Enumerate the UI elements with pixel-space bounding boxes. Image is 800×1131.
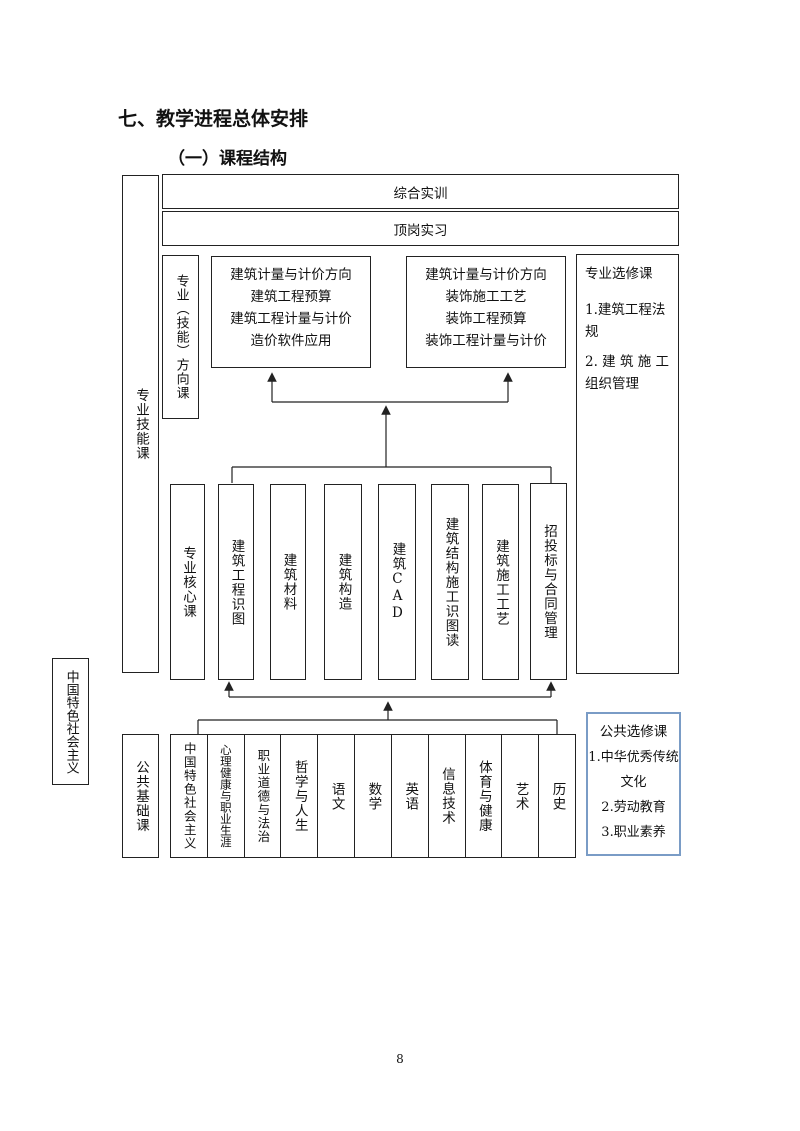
direction-2-line: 装饰工程预算 bbox=[445, 311, 527, 327]
public-basic-course-label: 艺术 bbox=[512, 781, 529, 811]
public-basic-course: 英语 bbox=[392, 735, 429, 857]
page-number: 8 bbox=[396, 1052, 404, 1066]
professional-skill-courses-label: 专业技能课 bbox=[132, 387, 149, 461]
public-basic-course-label: 中国特色社会主义 bbox=[181, 742, 197, 850]
public-elective-title: 公共选修课 bbox=[599, 724, 668, 740]
professional-elective-box: 专业选修课 1.建筑工程法规 2. 建 筑 施 工组织管理 bbox=[576, 254, 679, 674]
subsection-title: （一）课程结构 bbox=[168, 149, 287, 169]
direction-box-1: 建筑计量与计价方向 建筑工程预算 建筑工程计量与计价 造价软件应用 bbox=[211, 256, 371, 368]
public-basic-course-label: 数学 bbox=[365, 781, 382, 811]
core-course-label: 建筑CAD bbox=[389, 542, 406, 622]
professional-elective-item: 2. 建 筑 施 工组织管理 bbox=[585, 354, 670, 392]
public-elective-item: 3.职业素养 bbox=[601, 825, 666, 840]
direction-2-line: 装饰工程计量与计价 bbox=[425, 333, 547, 349]
core-course-box: 建筑结构施工识图读 bbox=[431, 484, 469, 680]
internship-box: 顶岗实习 bbox=[162, 211, 679, 246]
public-basic-course: 哲学与人生 bbox=[281, 735, 319, 857]
direction-1-line: 建筑工程预算 bbox=[250, 289, 332, 305]
public-basic-course: 中国特色社会主义 bbox=[171, 735, 208, 857]
core-course-box: 招投标与合同管理 bbox=[530, 483, 567, 680]
core-course-box: 建筑工程识图 bbox=[218, 484, 254, 680]
professional-elective-item: 1.建筑工程法规 bbox=[585, 302, 666, 340]
public-basic-label-box: 公共基础课 bbox=[122, 734, 159, 858]
public-basic-course: 数学 bbox=[355, 735, 392, 857]
public-basic-course-label: 历史 bbox=[549, 781, 566, 811]
professional-skill-courses-box: 专业技能课 bbox=[122, 175, 159, 673]
public-basic-course-label: 体育与健康 bbox=[475, 759, 492, 833]
core-course-box: 建筑构造 bbox=[324, 484, 362, 680]
public-basic-course: 艺术 bbox=[502, 735, 540, 857]
public-elective-item: 1.中华优秀传统文化 bbox=[588, 750, 679, 790]
core-courses-label: 专业核心课 bbox=[179, 545, 196, 619]
internship-label: 顶岗实习 bbox=[393, 222, 448, 239]
side-course-box: 中国特色社会主义 bbox=[52, 658, 89, 785]
public-basic-course: 体育与健康 bbox=[466, 735, 503, 857]
direction-2-line: 建筑计量与计价方向 bbox=[425, 267, 547, 283]
direction-courses-box: 专业（技能）方向课 bbox=[162, 255, 199, 419]
direction-1-line: 建筑计量与计价方向 bbox=[230, 267, 352, 283]
core-course-label: 建筑构造 bbox=[335, 553, 352, 611]
public-basic-course: 心理健康与职业生涯 bbox=[208, 735, 245, 857]
public-basic-course: 历史 bbox=[539, 735, 575, 857]
public-basic-courses-row: 中国特色社会主义 心理健康与职业生涯 职业道德与法治 哲学与人生 语文 数学 英… bbox=[170, 734, 576, 858]
core-course-label: 建筑材料 bbox=[280, 553, 297, 611]
direction-courses-label: 专业（技能）方向课 bbox=[173, 274, 189, 400]
public-elective-box: 公共选修课 1.中华优秀传统文化 2.劳动教育 3.职业素养 bbox=[586, 712, 681, 856]
comprehensive-training-label: 综合实训 bbox=[393, 185, 448, 202]
public-basic-course-label: 信息技术 bbox=[439, 767, 456, 825]
core-course-box: 建筑材料 bbox=[270, 484, 306, 680]
public-basic-course-label: 哲学与人生 bbox=[291, 759, 308, 833]
public-basic-course-label: 心理健康与职业生涯 bbox=[218, 744, 233, 848]
core-course-box: 建筑CAD bbox=[378, 484, 416, 680]
public-basic-course: 语文 bbox=[318, 735, 356, 857]
core-course-label: 建筑结构施工识图读 bbox=[442, 516, 459, 648]
public-basic-course-label: 英语 bbox=[402, 781, 419, 811]
section-title: 七、教学进程总体安排 bbox=[118, 108, 309, 130]
core-course-label: 建筑施工工艺 bbox=[492, 538, 509, 626]
direction-1-line: 造价软件应用 bbox=[250, 333, 332, 349]
core-course-label: 建筑工程识图 bbox=[228, 538, 245, 626]
direction-box-2: 建筑计量与计价方向 装饰施工工艺 装饰工程预算 装饰工程计量与计价 bbox=[406, 256, 566, 368]
public-basic-course-label: 语文 bbox=[328, 781, 345, 811]
comprehensive-training-box: 综合实训 bbox=[162, 174, 679, 209]
public-basic-course-label: 职业道德与法治 bbox=[255, 748, 271, 844]
public-basic-course: 职业道德与法治 bbox=[245, 735, 282, 857]
side-course-label: 中国特色社会主义 bbox=[63, 669, 79, 774]
core-course-box: 建筑施工工艺 bbox=[482, 484, 519, 680]
professional-elective-title: 专业选修课 bbox=[585, 266, 653, 282]
public-basic-course: 信息技术 bbox=[429, 735, 466, 857]
direction-2-line: 装饰施工工艺 bbox=[445, 289, 527, 305]
public-basic-label: 公共基础课 bbox=[132, 759, 149, 833]
core-courses-label-box: 专业核心课 bbox=[170, 484, 205, 680]
public-elective-item: 2.劳动教育 bbox=[601, 800, 666, 815]
core-course-label: 招投标与合同管理 bbox=[540, 523, 557, 640]
direction-1-line: 建筑工程计量与计价 bbox=[230, 311, 352, 327]
